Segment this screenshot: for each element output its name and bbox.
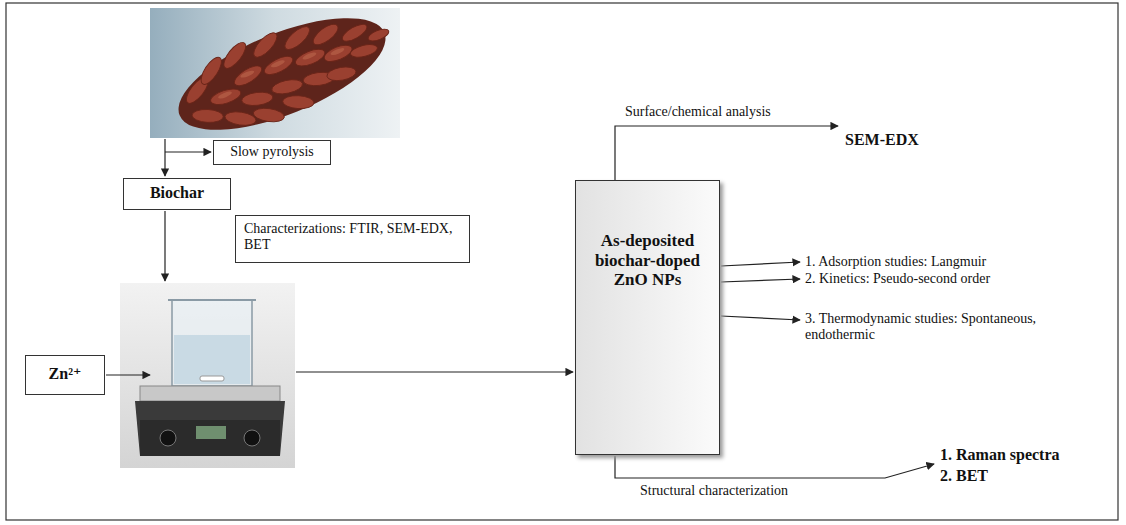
box-text: Characterizations: FTIR, SEM-EDX, BET: [244, 221, 461, 253]
box-text: As-deposited biochar-doped ZnO NPs: [592, 231, 703, 290]
result-label: 1. Adsorption studies: Langmuir: [805, 254, 986, 270]
method-label: SEM-EDX: [845, 131, 919, 149]
frame-border: [6, 3, 1118, 520]
step-label: Structural characterization: [640, 483, 788, 499]
result-label: 3. Thermodynamic studies: Spontaneous, e…: [805, 311, 1085, 343]
method-label: 2. BET: [940, 467, 988, 485]
seed-cone-photo: [150, 8, 400, 138]
reagent-box: Zn²⁺: [25, 355, 105, 395]
product-box: Biochar: [123, 178, 231, 210]
box-text: Biochar: [128, 184, 226, 202]
result-label: 2. Kinetics: Pseudo-second order: [805, 271, 990, 287]
material-box: As-deposited biochar-doped ZnO NPs: [575, 180, 720, 455]
flow-arrows: [106, 126, 934, 478]
process-box: Slow pyrolysis: [213, 140, 331, 165]
step-label: Surface/chemical analysis: [625, 104, 771, 120]
box-text: Zn²⁺: [30, 365, 100, 383]
method-label: 1. Raman spectra: [940, 446, 1060, 464]
box-text: Slow pyrolysis: [218, 144, 326, 160]
note-box: Characterizations: FTIR, SEM-EDX, BET: [235, 215, 470, 263]
